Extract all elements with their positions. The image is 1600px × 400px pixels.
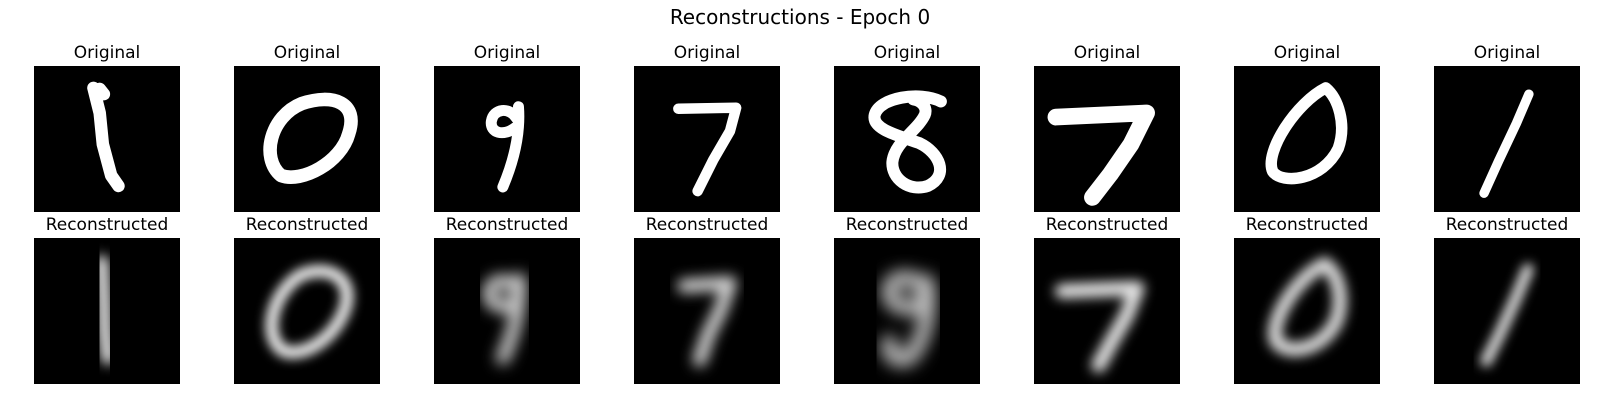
reconstructed-title: Reconstructed	[45, 215, 169, 235]
reconstructed-image-2	[234, 238, 380, 384]
original-image-8	[1434, 66, 1580, 212]
reconstructed-title: Reconstructed	[1445, 215, 1569, 235]
original-image-3	[434, 66, 580, 212]
figure-title: Reconstructions - Epoch 0	[669, 5, 931, 29]
original-title: Original	[873, 43, 941, 63]
reconstructed-image-4	[634, 238, 780, 384]
reconstructed-image-3	[434, 238, 580, 384]
original-title: Original	[673, 43, 741, 63]
original-image-1	[34, 66, 180, 212]
original-title: Original	[73, 43, 141, 63]
original-image-2	[234, 66, 380, 212]
reconstructed-image-6	[1034, 238, 1180, 384]
original-title: Original	[1273, 43, 1341, 63]
original-image-4	[634, 66, 780, 212]
reconstructed-title: Reconstructed	[1045, 215, 1169, 235]
reconstructed-image-1	[34, 238, 180, 384]
original-title: Original	[1073, 43, 1141, 63]
original-title: Original	[473, 43, 541, 63]
original-image-7	[1234, 66, 1380, 212]
reconstructed-title: Reconstructed	[245, 215, 369, 235]
reconstructed-image-8	[1434, 238, 1580, 384]
original-image-5	[834, 66, 980, 212]
reconstructed-image-7	[1234, 238, 1380, 384]
reconstructed-title: Reconstructed	[445, 215, 569, 235]
original-title: Original	[273, 43, 341, 63]
reconstructed-image-5	[834, 238, 980, 384]
reconstructed-title: Reconstructed	[1245, 215, 1369, 235]
original-title: Original	[1473, 43, 1541, 63]
reconstructed-title: Reconstructed	[645, 215, 769, 235]
reconstructed-title: Reconstructed	[845, 215, 969, 235]
original-image-6	[1034, 66, 1180, 212]
